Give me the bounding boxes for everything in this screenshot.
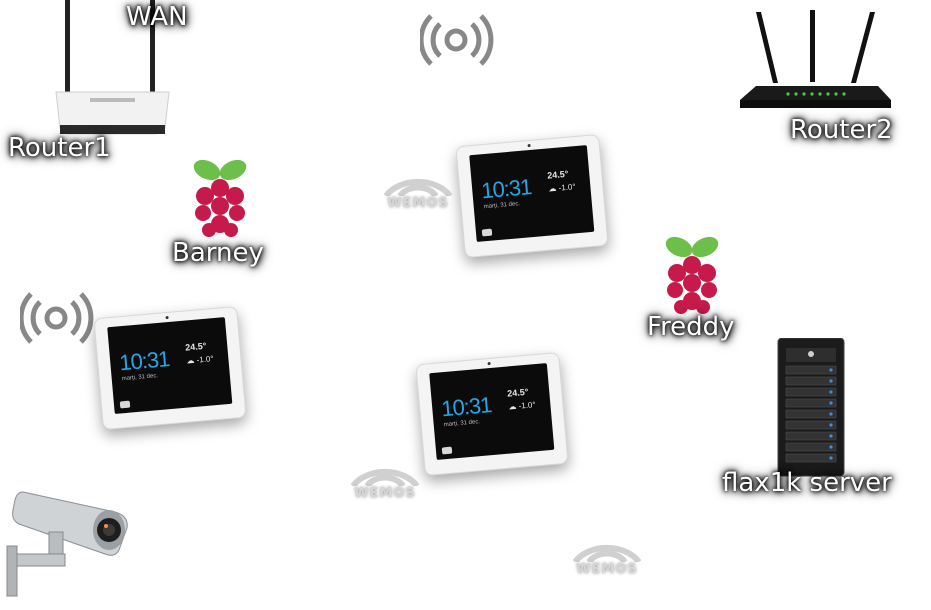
clock-time: 10:31 bbox=[118, 346, 171, 376]
security-camera bbox=[5, 488, 135, 598]
server-label: flax1k server bbox=[722, 468, 892, 498]
router1-icon bbox=[55, 0, 170, 135]
tablet-display-3: 10:31 marți, 31 dec. 24.5° ☁ -1.0° bbox=[415, 351, 569, 477]
app-badge bbox=[481, 228, 493, 237]
wifi-signal-top bbox=[418, 10, 495, 70]
freddy-raspberry-pi bbox=[655, 235, 730, 325]
barney-raspberry-pi bbox=[183, 158, 258, 248]
outdoor-weather: ☁ -1.0° bbox=[186, 354, 214, 366]
wan-label: WAN bbox=[126, 2, 188, 32]
freddy-label: Freddy bbox=[647, 312, 735, 342]
tablet-screen: 10:31 marți, 31 dec. 24.5° ☁ -1.0° bbox=[429, 363, 555, 460]
clock-time: 10:31 bbox=[440, 392, 493, 422]
router2-icon bbox=[740, 10, 891, 108]
server-icon bbox=[777, 337, 845, 477]
camera-dot bbox=[527, 143, 531, 148]
wifi-icon bbox=[18, 292, 94, 344]
raspberry-pi-icon bbox=[665, 236, 719, 314]
indoor-temp: 24.5° bbox=[184, 340, 207, 353]
router2-label: Router2 bbox=[790, 115, 893, 145]
outdoor-weather: ☁ -1.0° bbox=[508, 400, 536, 412]
camera-dot bbox=[487, 361, 491, 366]
barney-label: Barney bbox=[172, 238, 264, 268]
raspberry-pi-icon bbox=[193, 159, 247, 237]
camera-dot bbox=[165, 315, 169, 320]
router1-device bbox=[50, 0, 175, 140]
tablet-screen: 10:31 marți, 31 dec. 24.5° ☁ -1.0° bbox=[469, 145, 595, 242]
app-badge bbox=[119, 400, 131, 409]
outdoor-temp: -1.0° bbox=[518, 400, 536, 411]
wemos-module-1: WEMOS bbox=[378, 162, 458, 222]
wemos-module-3: WEMOS bbox=[567, 528, 647, 588]
wifi-icon bbox=[418, 14, 494, 66]
wemos-module-2: WEMOS bbox=[345, 452, 425, 512]
server-device bbox=[776, 337, 846, 478]
tablet-display-1: 10:31 marți, 31 dec. 24.5° ☁ -1.0° bbox=[455, 133, 609, 259]
app-badge bbox=[441, 446, 453, 455]
wemos-label: WEMOS bbox=[387, 196, 449, 211]
outdoor-temp: -1.0° bbox=[558, 182, 576, 193]
clock-time: 10:31 bbox=[480, 174, 533, 204]
wemos-wifi-icon bbox=[383, 178, 453, 198]
indoor-temp: 24.5° bbox=[506, 386, 529, 399]
outdoor-temp: -1.0° bbox=[196, 354, 214, 365]
tablet-screen: 10:31 marți, 31 dec. 24.5° ☁ -1.0° bbox=[107, 317, 233, 414]
outdoor-weather: ☁ -1.0° bbox=[548, 182, 576, 194]
router2-device bbox=[738, 8, 893, 118]
wemos-wifi-icon bbox=[350, 468, 420, 488]
wemos-label: WEMOS bbox=[576, 562, 638, 577]
wemos-wifi-icon bbox=[572, 544, 642, 564]
tablet-display-2: 10:31 marți, 31 dec. 24.5° ☁ -1.0° bbox=[93, 305, 247, 431]
indoor-temp: 24.5° bbox=[546, 168, 569, 181]
wifi-signal-left bbox=[18, 288, 95, 348]
security-camera-icon bbox=[6, 491, 128, 597]
wemos-label: WEMOS bbox=[354, 486, 416, 501]
router1-label: Router1 bbox=[8, 133, 111, 163]
